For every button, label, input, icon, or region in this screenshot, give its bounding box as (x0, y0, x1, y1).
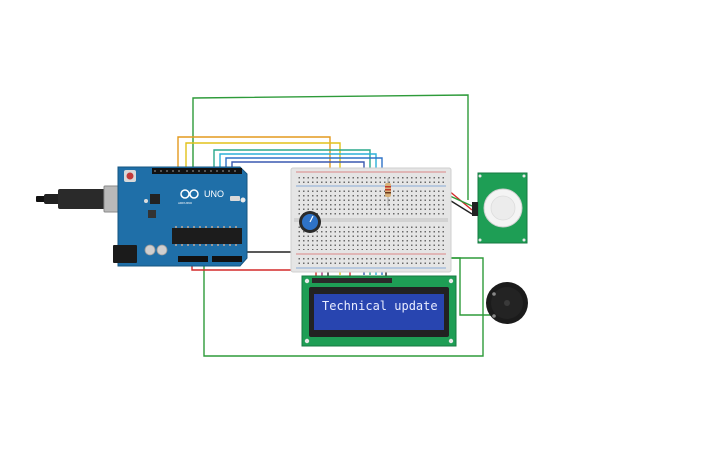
lcd-16x2[interactable]: Technical update (301, 275, 457, 347)
pir-sensor[interactable] (472, 172, 528, 244)
lcd-pin-header (312, 278, 392, 283)
capacitor (156, 244, 168, 256)
power-header (178, 256, 208, 262)
analog-header (212, 256, 242, 262)
resistor[interactable] (385, 178, 391, 206)
lcd-screen (314, 294, 444, 330)
power-jack (113, 245, 137, 263)
breadboard-holes-bottom-rail (298, 257, 444, 266)
capacitor (144, 244, 156, 256)
breadboard[interactable] (290, 167, 452, 273)
board-logo-text: ARDUINO (178, 201, 193, 205)
wire-green-pir[interactable] (192, 94, 469, 200)
breadboard-holes-bottom (298, 224, 444, 250)
breadboard-holes-top-rail (298, 175, 444, 184)
usb-chip (150, 194, 160, 204)
arduino-logo-icon (180, 189, 199, 199)
wire-green-bottom[interactable] (203, 257, 484, 357)
smd-chip (148, 210, 156, 218)
board-model: UNO (204, 189, 224, 199)
digital-header-pins (154, 170, 236, 172)
piezo-buzzer[interactable] (486, 282, 528, 324)
arduino-uno[interactable]: UNO ARDUINO (113, 166, 248, 267)
lcd-text: Technical update (322, 299, 438, 313)
potentiometer[interactable] (299, 211, 321, 233)
digital-header (152, 168, 242, 174)
breadboard-holes-top (298, 190, 444, 216)
wire-orange[interactable] (177, 136, 331, 190)
atmega-chip (172, 228, 242, 244)
